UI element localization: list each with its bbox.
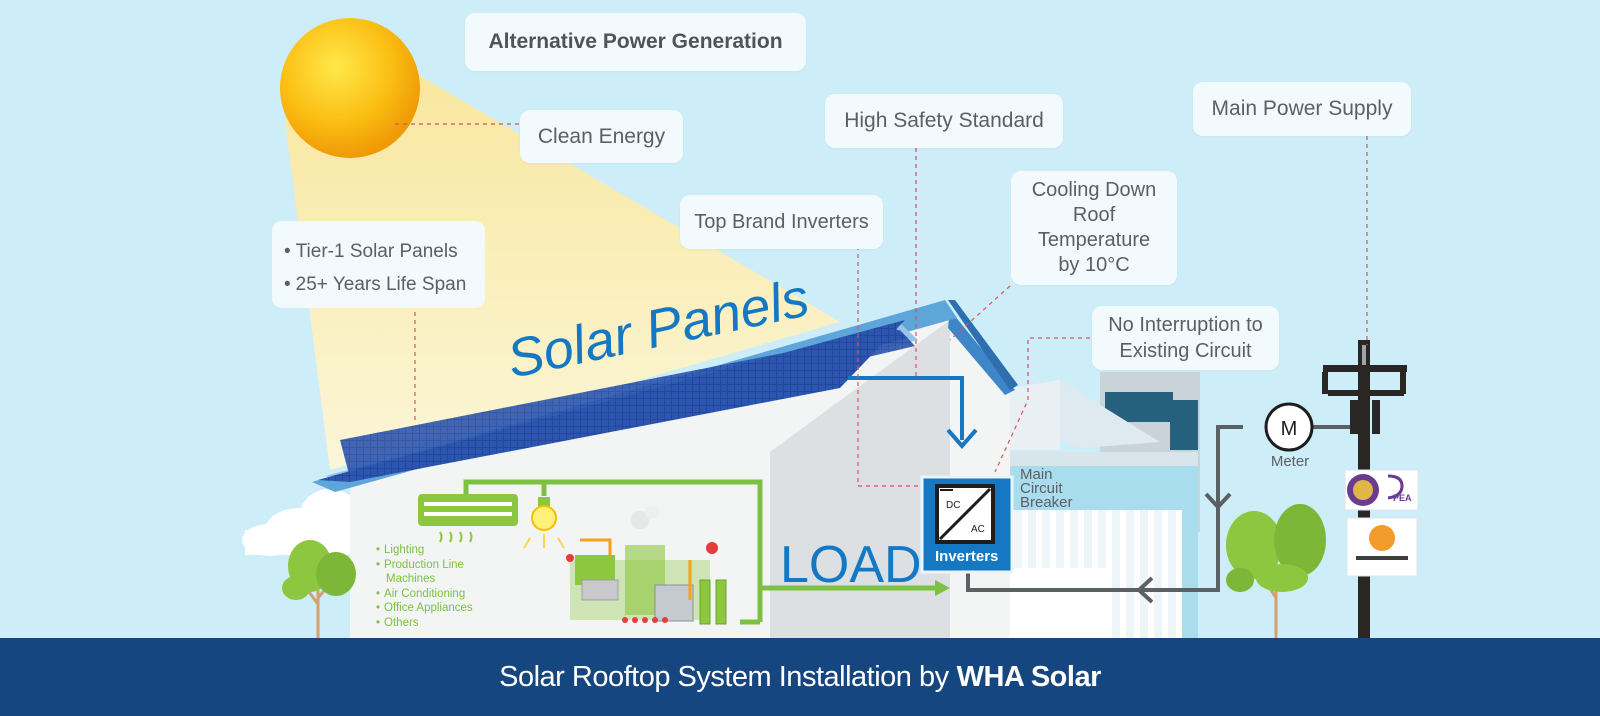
feature-item: Tier-1 Solar Panels <box>284 235 473 268</box>
cooling-line-1: Cooling Down <box>1031 179 1157 201</box>
cloud-icon <box>242 489 360 556</box>
cooling-line-4: by 10°C <box>1058 254 1130 276</box>
load-items-list: Lighting Production Line Machines Air Co… <box>376 543 473 630</box>
inverter-icon <box>920 475 1014 574</box>
load-item: Office Appliances <box>376 601 473 616</box>
callout-top-brand-inverters: Top Brand Inverters <box>680 195 883 249</box>
dc-line <box>848 376 964 440</box>
tree-icon <box>282 540 356 638</box>
factory-building <box>312 300 1018 638</box>
pea-logo-text: PEA <box>1393 493 1412 503</box>
cooling-line-3: Temperature <box>1037 229 1151 251</box>
callout-main-power-supply: Main Power Supply <box>1193 82 1411 136</box>
meter-label: Meter <box>1271 453 1309 470</box>
no-interruption-line-2: Existing Circuit <box>1119 340 1252 362</box>
footer-text: Solar Rooftop System Installation by <box>499 660 949 693</box>
pea-logo-icon <box>1344 469 1419 511</box>
load-item: Machines <box>386 573 436 585</box>
meter-symbol: M <box>1281 418 1298 440</box>
inverters-label: Inverters <box>935 548 998 565</box>
load-item: Air Conditioning <box>376 587 473 602</box>
callout-no-interruption: No Interruption to Existing Circuit <box>1092 306 1279 370</box>
light-bulb-icon <box>523 497 565 549</box>
cooling-line-2: Roof <box>1072 204 1116 226</box>
no-interruption-line-1: No Interruption to <box>1108 314 1263 336</box>
callout-panel-features: Tier-1 Solar Panels 25+ Years Life Span <box>272 221 485 308</box>
ac-label: AC <box>971 524 985 535</box>
load-item: Production Line <box>376 558 473 573</box>
callout-clean-energy: Clean Energy <box>520 110 683 163</box>
mea-logo-icon <box>1346 517 1418 577</box>
load-label: LOAD <box>780 536 922 594</box>
meter-icon <box>1264 402 1314 452</box>
tree-icon <box>1226 504 1326 638</box>
footer-brand: WHA Solar <box>956 660 1102 693</box>
main-circuit-breaker-line-3: Breaker <box>1020 494 1073 511</box>
load-circuit <box>463 479 936 625</box>
feature-item: 25+ Years Life Span <box>284 268 473 301</box>
leader-lines <box>395 123 1368 487</box>
callout-cooling: Cooling Down Roof Temperature by 10°C <box>1011 171 1177 285</box>
load-item: Lighting <box>376 543 473 558</box>
dc-label: DC <box>946 500 960 511</box>
machinery-icon <box>566 505 727 625</box>
callout-alternative-power: Alternative Power Generation <box>465 13 806 71</box>
air-conditioner-icon <box>418 494 518 543</box>
main-circuit-breaker-line-2: Circuit <box>1020 480 1063 497</box>
sunlight-beam <box>285 70 840 470</box>
footer-banner: Solar Rooftop System Installation by WHA… <box>0 638 1600 716</box>
load-item: Others <box>376 616 473 631</box>
sun-icon <box>280 18 420 158</box>
main-circuit-breaker-line-1: Main <box>1020 466 1053 483</box>
callout-high-safety: High Safety Standard <box>825 94 1063 148</box>
